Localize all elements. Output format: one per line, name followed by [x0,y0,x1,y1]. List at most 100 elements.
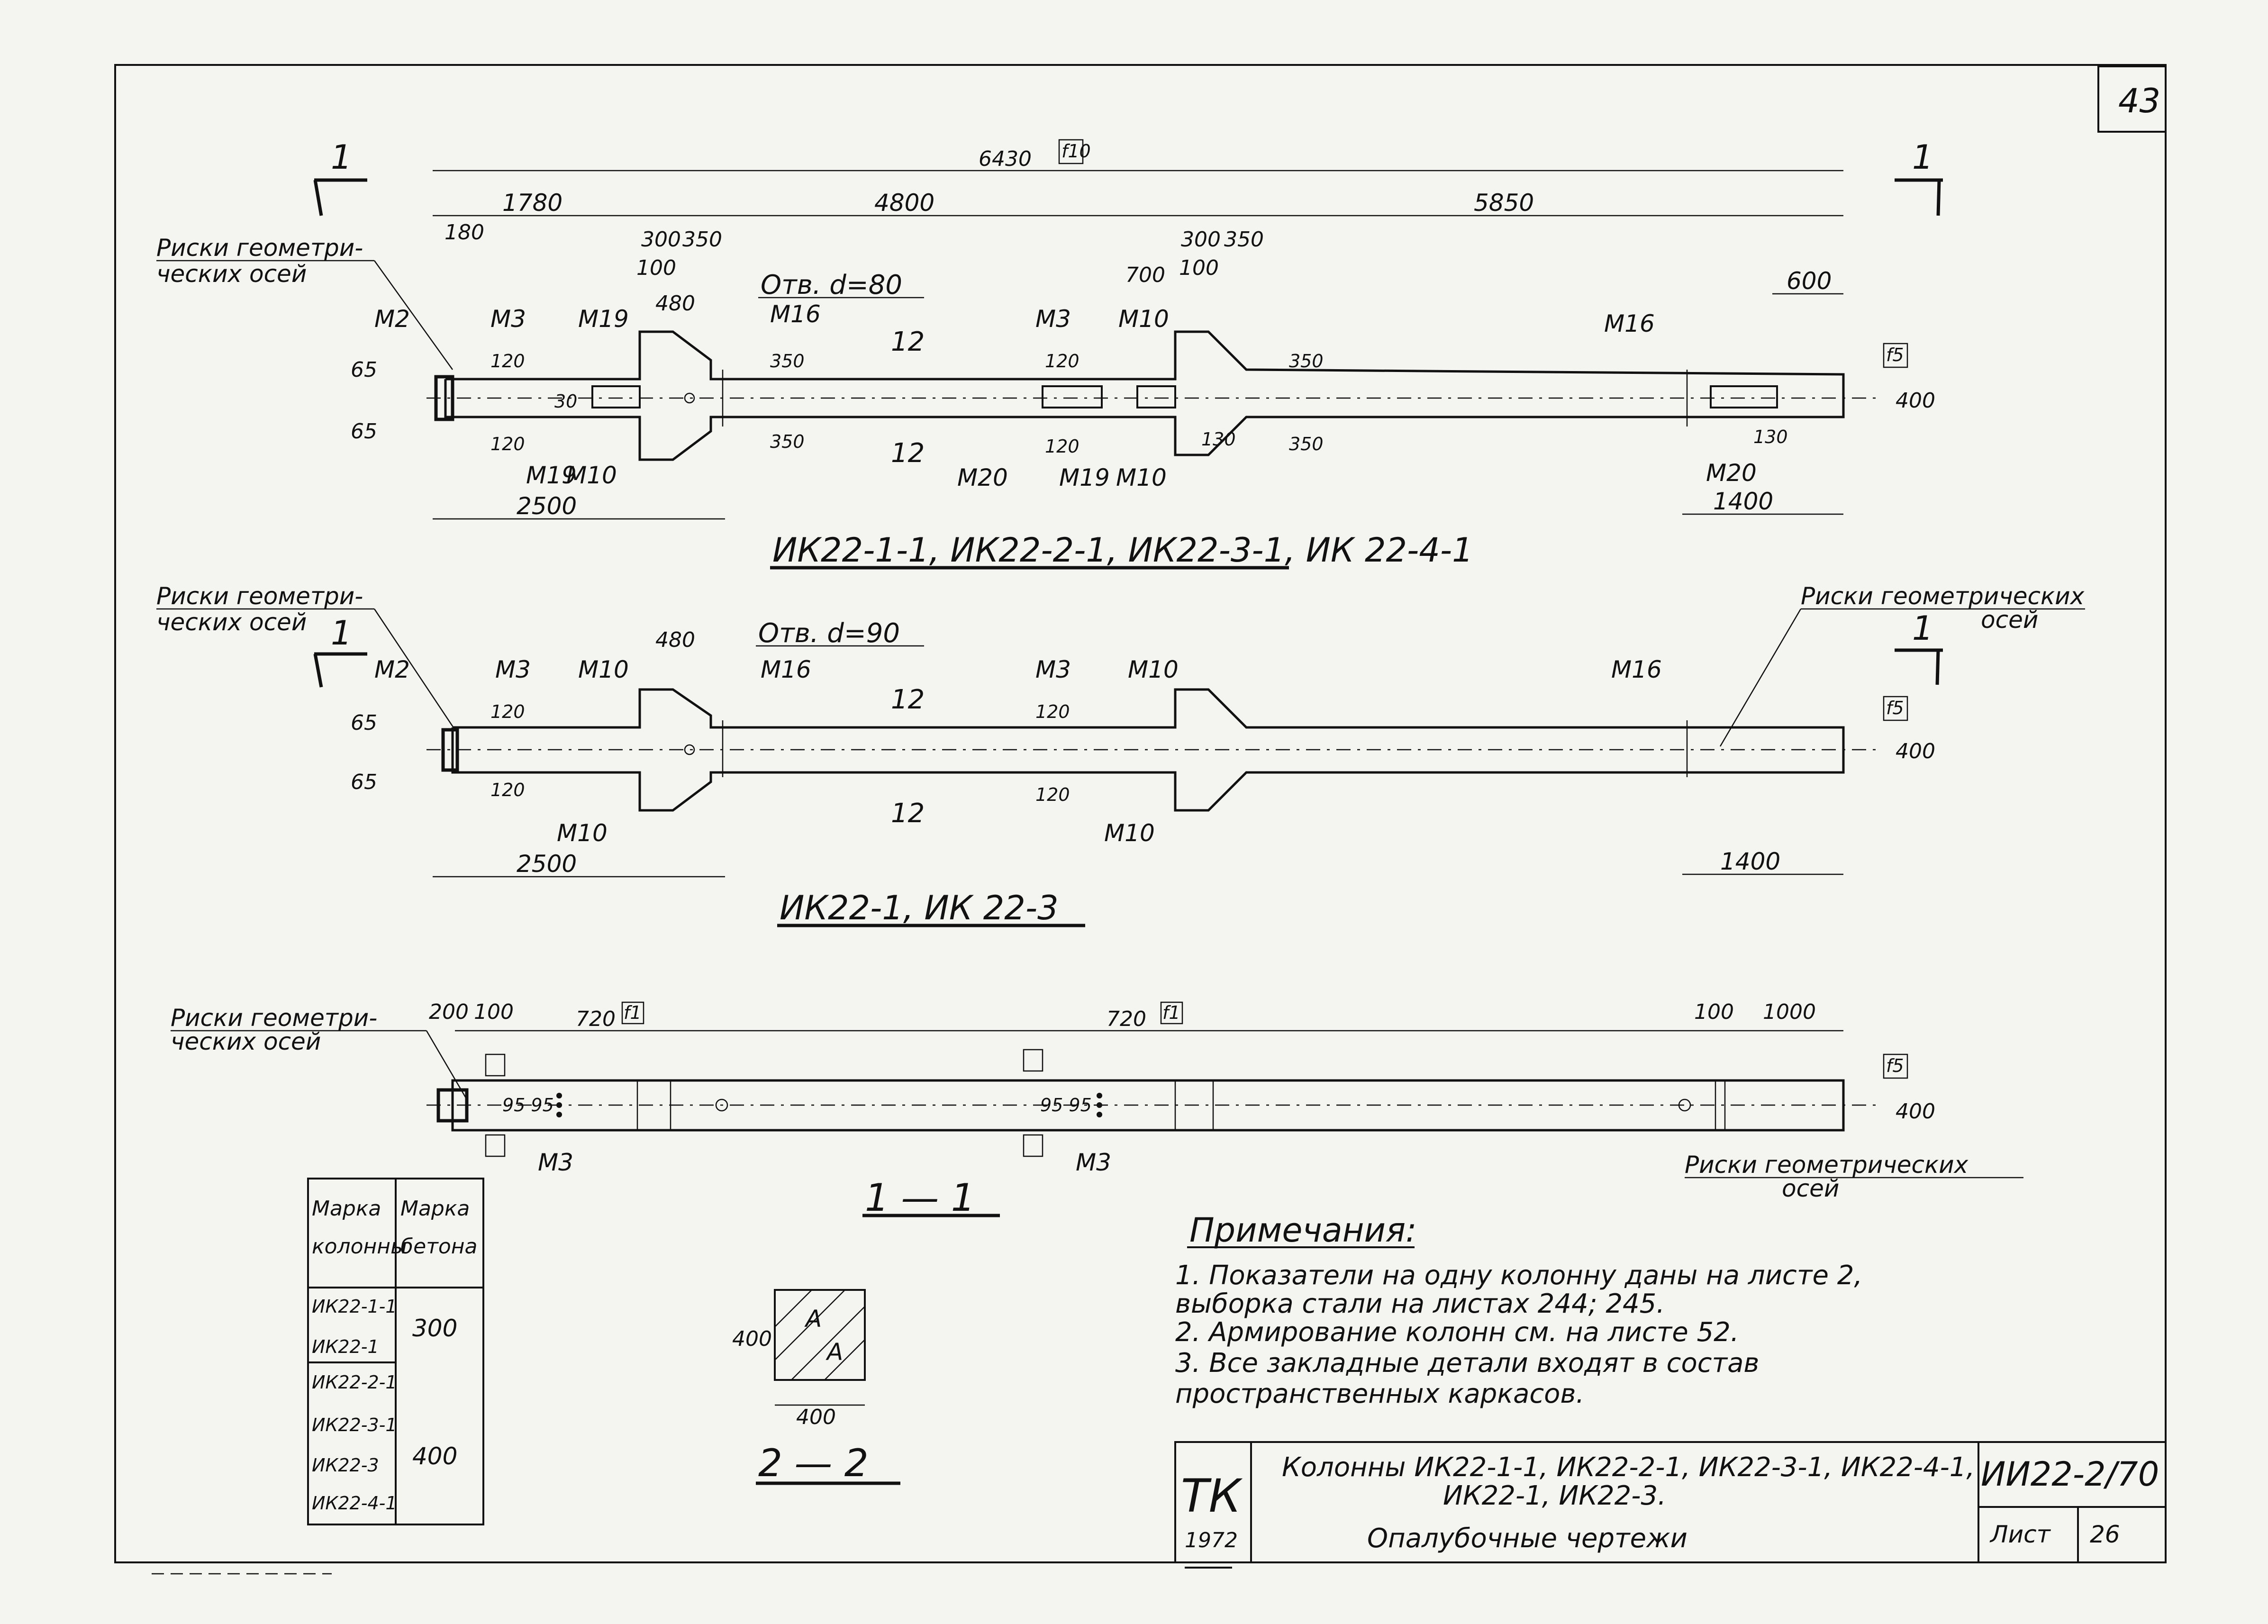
dim-400: 400 [1896,739,1935,763]
web-top-label: 12 [891,684,925,715]
dim-400: 400 [1896,389,1935,413]
section-num-right: 1 [1912,609,1933,648]
mark-m2: М2 [374,656,410,683]
dim-v95a: 95 95 [502,1095,554,1116]
mark-m10c: М10 [557,819,608,847]
embed-m20-mid [1042,385,1103,408]
axes-label-l2: ческих осей [156,260,307,288]
dim-300a: 300 [641,227,681,252]
dim-v130b: 130 [1753,426,1788,447]
section-22-square [774,1289,866,1381]
dim-480: 480 [655,291,695,316]
title-line1: Колонны ИК22-1-1, ИК22-2-1, ИК22-3-1, ИК… [1282,1452,1975,1483]
mark-m20a: М20 [957,464,1008,491]
ref-f1f [1023,1134,1043,1157]
dim-65a: 65 [351,711,377,735]
dim-v350c: 350 [1289,351,1324,372]
rebar-dot-3 [556,1112,562,1117]
section-num-left: 1 [331,614,352,653]
table-grade-400: 400 [412,1443,457,1470]
view-sec-caption: 1 — 1 [865,1176,975,1220]
view-top-caption: ИК22-1-1, ИК22-2-1, ИК22-3-1, ИК 22-4-1 [772,531,1473,570]
ref-f1a-label: f1 [624,1002,642,1023]
overall-dim-value: 6430 [979,147,1032,171]
axes-label-l1: Риски геометри- [156,234,363,262]
note-line-3: 2. Армирование колонн см. на листе 52. [1175,1317,1739,1348]
section-num-right: 1 [1912,138,1933,177]
rebar-dot-1 [556,1093,562,1098]
view-mid: Риски геометри- ческих осей 1 1 Риски ге… [156,582,2085,927]
dim-100a: 100 [636,256,676,280]
dim-300b: 300 [1181,227,1221,252]
section-num-left: 1 [331,138,352,177]
mark-m3b: М3 [1035,656,1071,683]
hole-1 [684,392,695,404]
mark-m3b: М3 [1035,305,1071,333]
dim-v350d: 350 [1289,434,1324,454]
sheet-border [114,64,2167,1563]
embed-m19-mid [1136,385,1176,408]
web-bottom-label: 12 [891,438,925,469]
dim-480: 480 [655,628,695,652]
dim-v120b: 120 [490,434,525,454]
ref-f1b [1160,1001,1183,1025]
ref-f5 [1883,1053,1908,1079]
embed-m20-right [1710,385,1778,408]
mark-m20b: М20 [1706,459,1757,487]
rebar-dot-2 [556,1102,562,1108]
ref-f1a [621,1001,644,1025]
dim-v120d: 120 [1045,436,1080,457]
end-plate [434,375,454,421]
section-arrow-left [313,180,323,216]
section-22-caption: 2 — 2 [758,1441,869,1485]
section-22-hatch-1 [774,1289,812,1327]
dim-100a: 100 [474,1000,514,1024]
table-header-col2-l2: бетона [400,1234,478,1259]
hole-b [1678,1098,1691,1112]
mark-m10b: М10 [566,462,617,489]
dim-5850: 5850 [1474,189,1534,217]
ref-f5-label: f5 [1886,1055,1904,1076]
table-cell-col-3: ИК22-2-1 [312,1372,397,1393]
note-line-2: выборка стали на листах 244; 245. [1175,1288,1665,1319]
table-cell-col-2: ИК22-1 [312,1336,379,1357]
axes-right-l1: Риски геометрических [1801,582,2085,610]
dim-350a: 350 [682,227,722,252]
mark-m10a: М10 [578,656,629,683]
dim-4800: 4800 [874,189,934,217]
table-header-col2-l1: Марка [400,1197,470,1221]
hole-label: Отв. d=90 [758,618,900,649]
dim-v120b: 120 [490,780,525,800]
axes-right-l1: Риски геометрических [1685,1151,1969,1179]
dim-v350b: 350 [770,431,805,452]
end-plate [436,1088,469,1123]
view-top: 1 1 6430 f10 1780 4800 5850 180 300 350 … [156,138,1943,570]
dim-180: 180 [445,220,484,245]
dim-65a: 65 [351,358,377,382]
axes-label-l1: Риски геометри- [171,1004,377,1032]
axes-leader-2 [373,608,456,730]
notes-title: Примечания: [1189,1211,1417,1250]
dim-1400: 1400 [1713,488,1773,515]
dim-200: 200 [429,1000,469,1024]
mark-m2: М2 [374,305,410,333]
mark-m19a: М19 [578,305,629,333]
section-22-hatch-2 [774,1289,845,1361]
mark-m19c: М19 [1059,464,1110,491]
overall-dim-ref: f10 [1061,141,1091,162]
dim-720a: 720 [576,1007,616,1031]
ref-f1e [1023,1049,1043,1072]
ref-f1b-label: f1 [1162,1002,1180,1023]
title-line2: ИК22-1, ИК22-3. [1443,1480,1666,1511]
dim-600: 600 [1787,267,1832,295]
dim-v350a: 350 [770,351,805,372]
title-sheet-value: 26 [2090,1521,2120,1548]
view-mid-caption: ИК22-1, ИК 22-3 [780,889,1059,927]
axes-leader-2 [426,1030,468,1100]
section-arrow-left [313,653,323,688]
title-sheet-label: Лист [1989,1521,2051,1548]
embed-m19-left [591,385,641,408]
section-22-hatch-3 [791,1306,865,1380]
table-header-col1-l1: Марка [312,1197,381,1221]
